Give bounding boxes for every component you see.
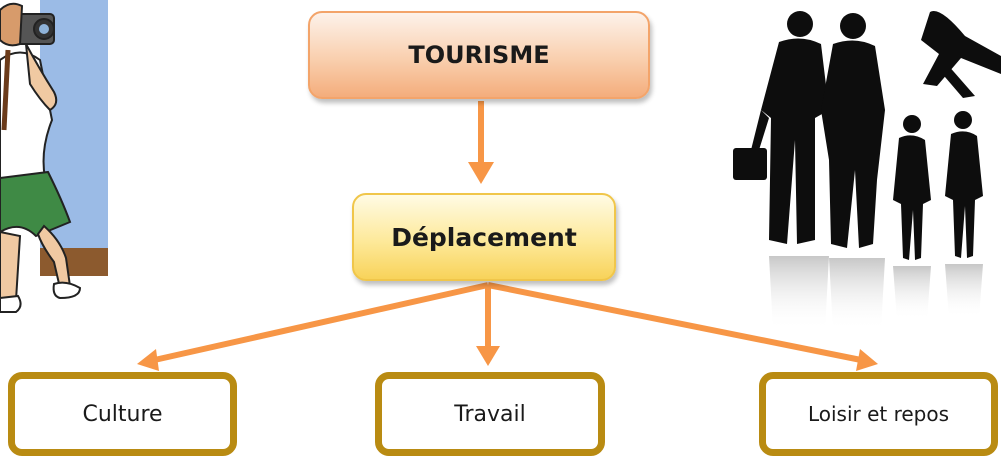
loisir-et-repos-label: Loisir et repos	[807, 402, 950, 426]
culture-label: Culture	[82, 401, 163, 427]
loisir-et-repos-node: Loisir et repos	[759, 372, 998, 456]
arrow-head	[137, 349, 159, 371]
tourisme-node: TOURISME	[308, 11, 650, 99]
travail-node: Travail	[375, 372, 605, 456]
arrow-head	[856, 349, 878, 371]
businesswoman-silhouette	[893, 115, 931, 260]
tourisme-label: TOURISME	[408, 41, 550, 69]
photographer-illustration	[0, 0, 108, 313]
businesswoman-silhouette	[945, 111, 983, 258]
airplane-icon	[921, 11, 1001, 98]
deplacement-label: Déplacement	[391, 222, 577, 252]
business-travelers-illustration	[733, 11, 1001, 330]
culture-node: Culture	[8, 372, 237, 456]
arrow-head	[476, 346, 500, 366]
travail-label: Travail	[454, 401, 526, 427]
arrow-head	[468, 162, 494, 184]
businessman-silhouette	[821, 13, 885, 248]
businessman-silhouette	[733, 11, 829, 244]
deplacement-node: Déplacement	[352, 193, 616, 281]
